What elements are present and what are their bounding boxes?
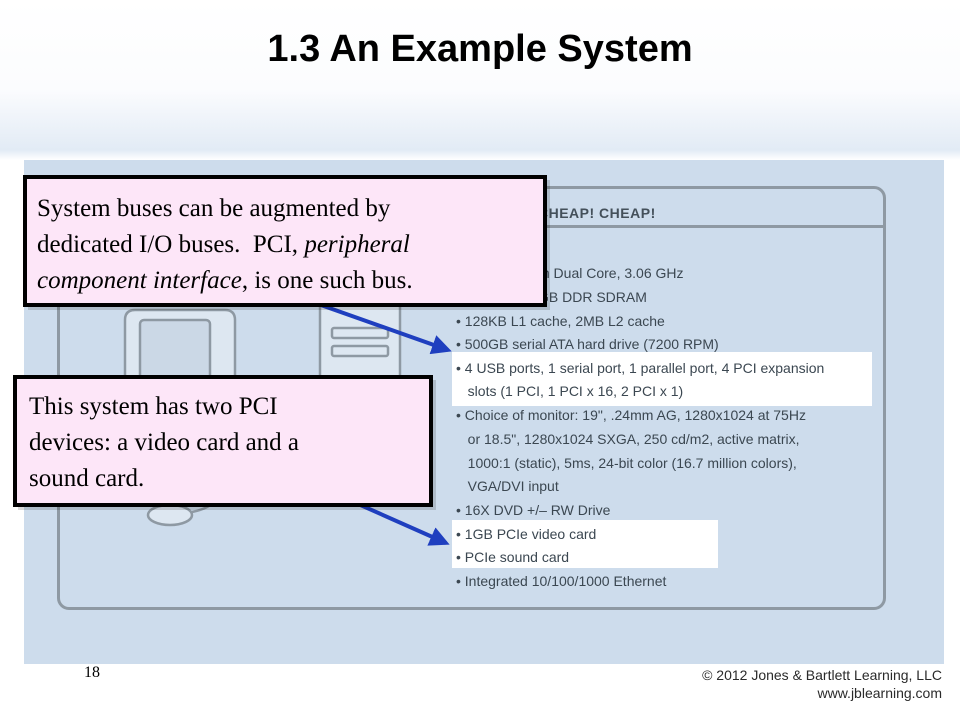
page-number: 18: [84, 664, 100, 681]
spec-line: 1000:1 (static), 5ms, 24-bit color (16.7…: [456, 455, 797, 471]
spec-line: • 16X DVD +/– RW Drive: [456, 502, 611, 518]
advertisement-header-text: CHEAP! CHEAP!: [538, 205, 656, 221]
copyright-line: © 2012 Jones & Bartlett Learning, LLC: [702, 667, 942, 683]
callout-line: component interface, is one such bus.: [37, 263, 533, 299]
spec-line: • 1GB PCIe video card: [456, 526, 597, 542]
callout-line: sound card.: [29, 465, 145, 492]
spec-line: GB DDR SDRAM: [538, 289, 647, 305]
highlight-video-sound: [452, 520, 718, 568]
callout-line: This system has two PCI: [29, 393, 278, 420]
spec-line: • 4 USB ports, 1 serial port, 1 parallel…: [456, 360, 825, 376]
callout-line: System buses can be augmented by: [37, 195, 391, 222]
callout-line: devices: a video card and a: [29, 429, 300, 456]
publisher-url: www.jblearning.com: [817, 685, 943, 701]
spec-line: or 18.5", 1280x1024 SXGA, 250 cd/m2, act…: [456, 431, 800, 447]
callout-system-buses: System buses can be augmented by dedicat…: [24, 176, 546, 306]
callout-pci-devices: This system has two PCI devices: a video…: [14, 376, 432, 506]
spec-line: VGA/DVI input: [456, 478, 559, 494]
arrow-to-pci-slots: [317, 302, 452, 355]
callout-italic-text: component interface: [37, 267, 242, 294]
callout-text: , is one such bus.: [241, 267, 413, 294]
highlight-usb-pci: [452, 352, 872, 406]
callout-line: dedicated I/O buses. PCI, peripheral: [37, 227, 533, 263]
spec-line: • Integrated 10/100/1000 Ethernet: [456, 573, 667, 589]
copyright-notice: © 2012 Jones & Bartlett Learning, LLC ww…: [702, 666, 942, 702]
spec-line: • 128KB L1 cache, 2MB L2 cache: [456, 313, 665, 329]
slide-title: 1.3 An Example System: [267, 28, 693, 70]
spec-line: • PCIe sound card: [456, 549, 570, 565]
spec-line: • Choice of monitor: 19", .24mm AG, 1280…: [456, 407, 806, 423]
spec-line: m Dual Core, 3.06 GHz: [538, 265, 684, 281]
spec-line: • 500GB serial ATA hard drive (7200 RPM): [456, 336, 719, 352]
callout-italic-text: peripheral: [304, 231, 410, 258]
callout-text: dedicated I/O buses. PCI,: [37, 231, 305, 258]
spec-line: slots (1 PCI, 1 PCI x 16, 2 PCI x 1): [456, 383, 684, 399]
